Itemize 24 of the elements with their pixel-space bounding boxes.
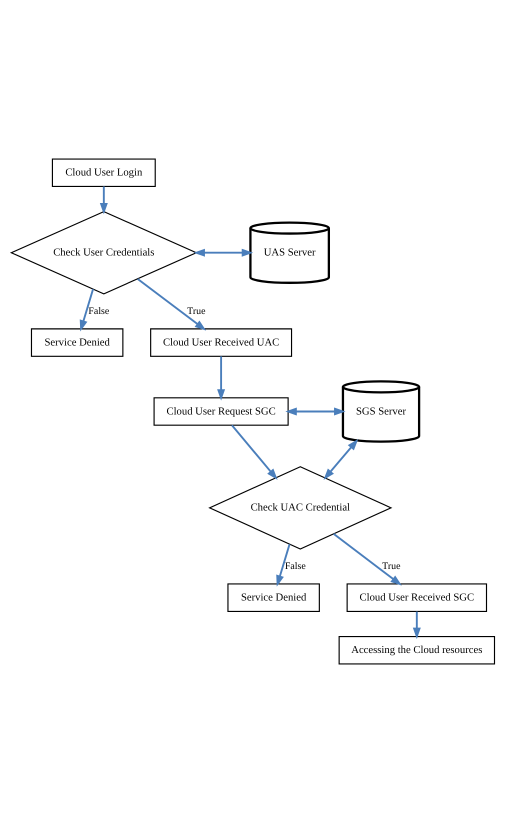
edge-label: False bbox=[88, 305, 110, 316]
arrow bbox=[412, 611, 421, 639]
node-box: Accessing the Cloud resources bbox=[338, 635, 496, 664]
edge-label: True bbox=[382, 560, 400, 572]
arrow bbox=[285, 407, 346, 415]
node-box: Cloud User Request SGC bbox=[154, 396, 289, 426]
edge-label: False bbox=[284, 560, 306, 572]
arrow bbox=[193, 248, 254, 256]
edge-label: True bbox=[187, 305, 206, 316]
arrow bbox=[217, 356, 226, 400]
arrow bbox=[231, 424, 278, 480]
arrow bbox=[137, 278, 206, 330]
arrow bbox=[324, 438, 358, 480]
node-diamond: Check User Credentials bbox=[10, 210, 198, 294]
node-box: Service Denied bbox=[227, 582, 320, 612]
node-diamond: Check UAC Credential bbox=[208, 466, 392, 550]
node-box: Cloud User Received SGC bbox=[346, 582, 488, 612]
node-box: Service Denied bbox=[30, 328, 124, 356]
arrow bbox=[333, 532, 402, 586]
arrow bbox=[80, 288, 94, 332]
node-box: Cloud User Received UAC bbox=[150, 328, 292, 356]
node-box: Cloud User Login bbox=[52, 158, 156, 187]
arrow bbox=[100, 186, 108, 214]
arrow bbox=[276, 544, 290, 586]
